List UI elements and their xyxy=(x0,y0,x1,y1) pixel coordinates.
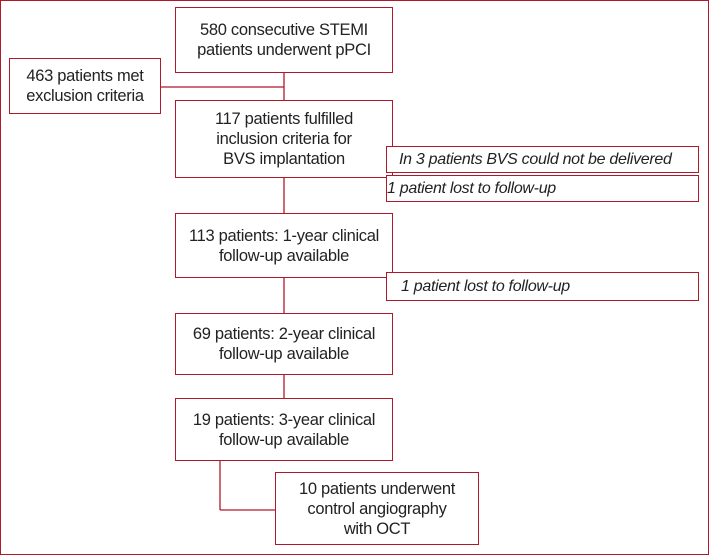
box-line: exclusion criteria xyxy=(26,87,144,105)
box-two-year-follow-up: 69 patients: 2-year clinical follow-up a… xyxy=(175,313,393,375)
box-inclusion-criteria: 117 patients fulfilled inclusion criteri… xyxy=(175,100,393,178)
box-one-year-follow-up: 113 patients: 1-year clinical follow-up … xyxy=(175,213,393,278)
box-line: 19 patients: 3-year clinical xyxy=(192,410,376,429)
note-bvs-not-delivered: In 3 patients BVS could not be delivered xyxy=(386,146,699,173)
box-line: patients underwent pPCI xyxy=(197,41,371,59)
box-line: control angiography xyxy=(307,499,447,518)
box-line: 113 patients: 1-year clinical xyxy=(188,226,380,245)
box-line: 10 patients underwent xyxy=(298,479,456,498)
box-consecutive-patients: 580 consecutive STEMI patients underwent… xyxy=(175,7,393,73)
box-line: 69 patients: 2-year clinical xyxy=(192,325,376,343)
note-lost-follow-up-1: 1 patient lost to follow-up xyxy=(386,175,699,202)
box-line: inclusion criteria for xyxy=(216,130,352,148)
box-line: 580 consecutive STEMI xyxy=(200,21,368,39)
box-line: 117 patients fulfilled xyxy=(214,110,354,128)
box-exclusion-criteria: 463 patients met exclusion criteria xyxy=(9,58,161,114)
box-three-year-follow-up: 19 patients: 3-year clinical follow-up a… xyxy=(175,398,393,461)
box-line: with OCT xyxy=(343,519,411,538)
box-line: follow-up available xyxy=(218,246,350,265)
box-control-angiography: 10 patients underwent control angiograph… xyxy=(275,472,479,545)
note-text: In 3 patients BVS could not be delivered xyxy=(399,151,672,168)
note-text: 1 patient lost to follow-up xyxy=(401,278,570,295)
note-text: 1 patient lost to follow-up xyxy=(387,180,556,197)
note-lost-follow-up-2: 1 patient lost to follow-up xyxy=(386,272,699,301)
box-line: follow-up available xyxy=(218,345,350,363)
box-line: follow-up available xyxy=(218,430,350,449)
box-line: 463 patients met xyxy=(26,67,144,85)
box-line: BVS implantation xyxy=(223,150,345,168)
